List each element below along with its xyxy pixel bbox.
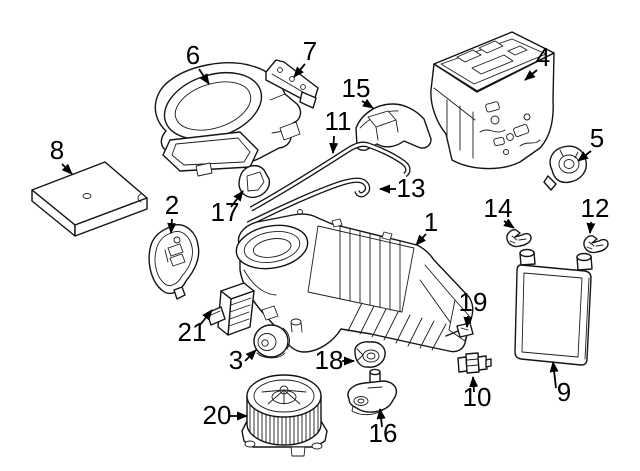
callout-label-11: 11 bbox=[325, 106, 352, 136]
callout-label-7: 7 bbox=[303, 36, 317, 66]
callout-arrow-5 bbox=[577, 150, 592, 162]
part-resistor-module bbox=[206, 282, 255, 336]
callout-label-6: 6 bbox=[186, 40, 200, 70]
callout-arrow-10 bbox=[469, 376, 479, 393]
callout-label-21: 21 bbox=[178, 317, 207, 347]
part-heater-hose-lower bbox=[246, 177, 371, 227]
callout-label-4: 4 bbox=[536, 42, 550, 72]
part-mount-bracket bbox=[347, 368, 398, 416]
callout-label-5: 5 bbox=[590, 123, 604, 153]
part-fitting bbox=[457, 352, 492, 374]
part-small-actuator bbox=[354, 341, 386, 368]
callout-arrow-16 bbox=[376, 408, 386, 428]
callout-arrow-19 bbox=[463, 315, 473, 328]
part-upper-housing bbox=[430, 31, 555, 170]
callout-label-8: 8 bbox=[50, 135, 64, 165]
callout-arrows bbox=[61, 63, 596, 428]
callout-label-19: 19 bbox=[459, 287, 488, 317]
callout-arrow-9 bbox=[549, 361, 559, 389]
callout-arrow-1 bbox=[415, 233, 427, 246]
part-clip-14 bbox=[506, 229, 532, 248]
part-top-bracket bbox=[265, 59, 319, 109]
callout-label-15: 15 bbox=[342, 73, 371, 103]
callout-arrow-17 bbox=[230, 190, 244, 208]
callout-arrow-4 bbox=[524, 69, 538, 81]
callout-label-12: 12 bbox=[581, 193, 610, 223]
callout-arrow-7 bbox=[293, 63, 306, 78]
part-connector-19 bbox=[456, 322, 474, 338]
callout-arrow-21 bbox=[199, 309, 213, 326]
callout-arrow-12 bbox=[586, 221, 596, 234]
part-side-bracket bbox=[543, 145, 588, 191]
callout-label-2: 2 bbox=[165, 190, 179, 220]
callout-arrow-2 bbox=[167, 218, 177, 234]
part-heater-hose-upper bbox=[249, 141, 411, 212]
part-heater-core bbox=[514, 248, 593, 366]
part-grommet bbox=[253, 324, 290, 359]
callout-label-10: 10 bbox=[463, 382, 492, 412]
part-clip-12 bbox=[583, 235, 609, 254]
callout-arrow-11 bbox=[329, 135, 339, 154]
callout-arrow-6 bbox=[198, 68, 210, 85]
callout-label-13: 13 bbox=[397, 173, 426, 203]
part-main-housing-assembly bbox=[235, 209, 474, 353]
callout-label-1: 1 bbox=[424, 207, 438, 237]
callout-label-9: 9 bbox=[557, 377, 571, 407]
callout-label-16: 16 bbox=[369, 418, 398, 448]
callout-label-3: 3 bbox=[229, 345, 243, 375]
callout-arrow-8 bbox=[61, 163, 73, 175]
callout-arrow-3 bbox=[244, 349, 257, 362]
callout-label-14: 14 bbox=[484, 193, 513, 223]
callout-arrow-14 bbox=[503, 218, 515, 229]
part-blower-motor bbox=[241, 374, 328, 457]
part-duct bbox=[355, 103, 432, 151]
callout-label-18: 18 bbox=[315, 345, 344, 375]
part-small-plate bbox=[238, 164, 271, 199]
callout-label-17: 17 bbox=[211, 197, 240, 227]
callout-labels: 1 2 3 4 5 6 7 8 9 10 11 12 13 14 15 16 1… bbox=[50, 36, 610, 448]
callout-arrow-15 bbox=[361, 98, 374, 109]
callout-label-20: 20 bbox=[203, 400, 232, 430]
part-filter bbox=[31, 161, 148, 237]
part-seal bbox=[148, 224, 200, 300]
